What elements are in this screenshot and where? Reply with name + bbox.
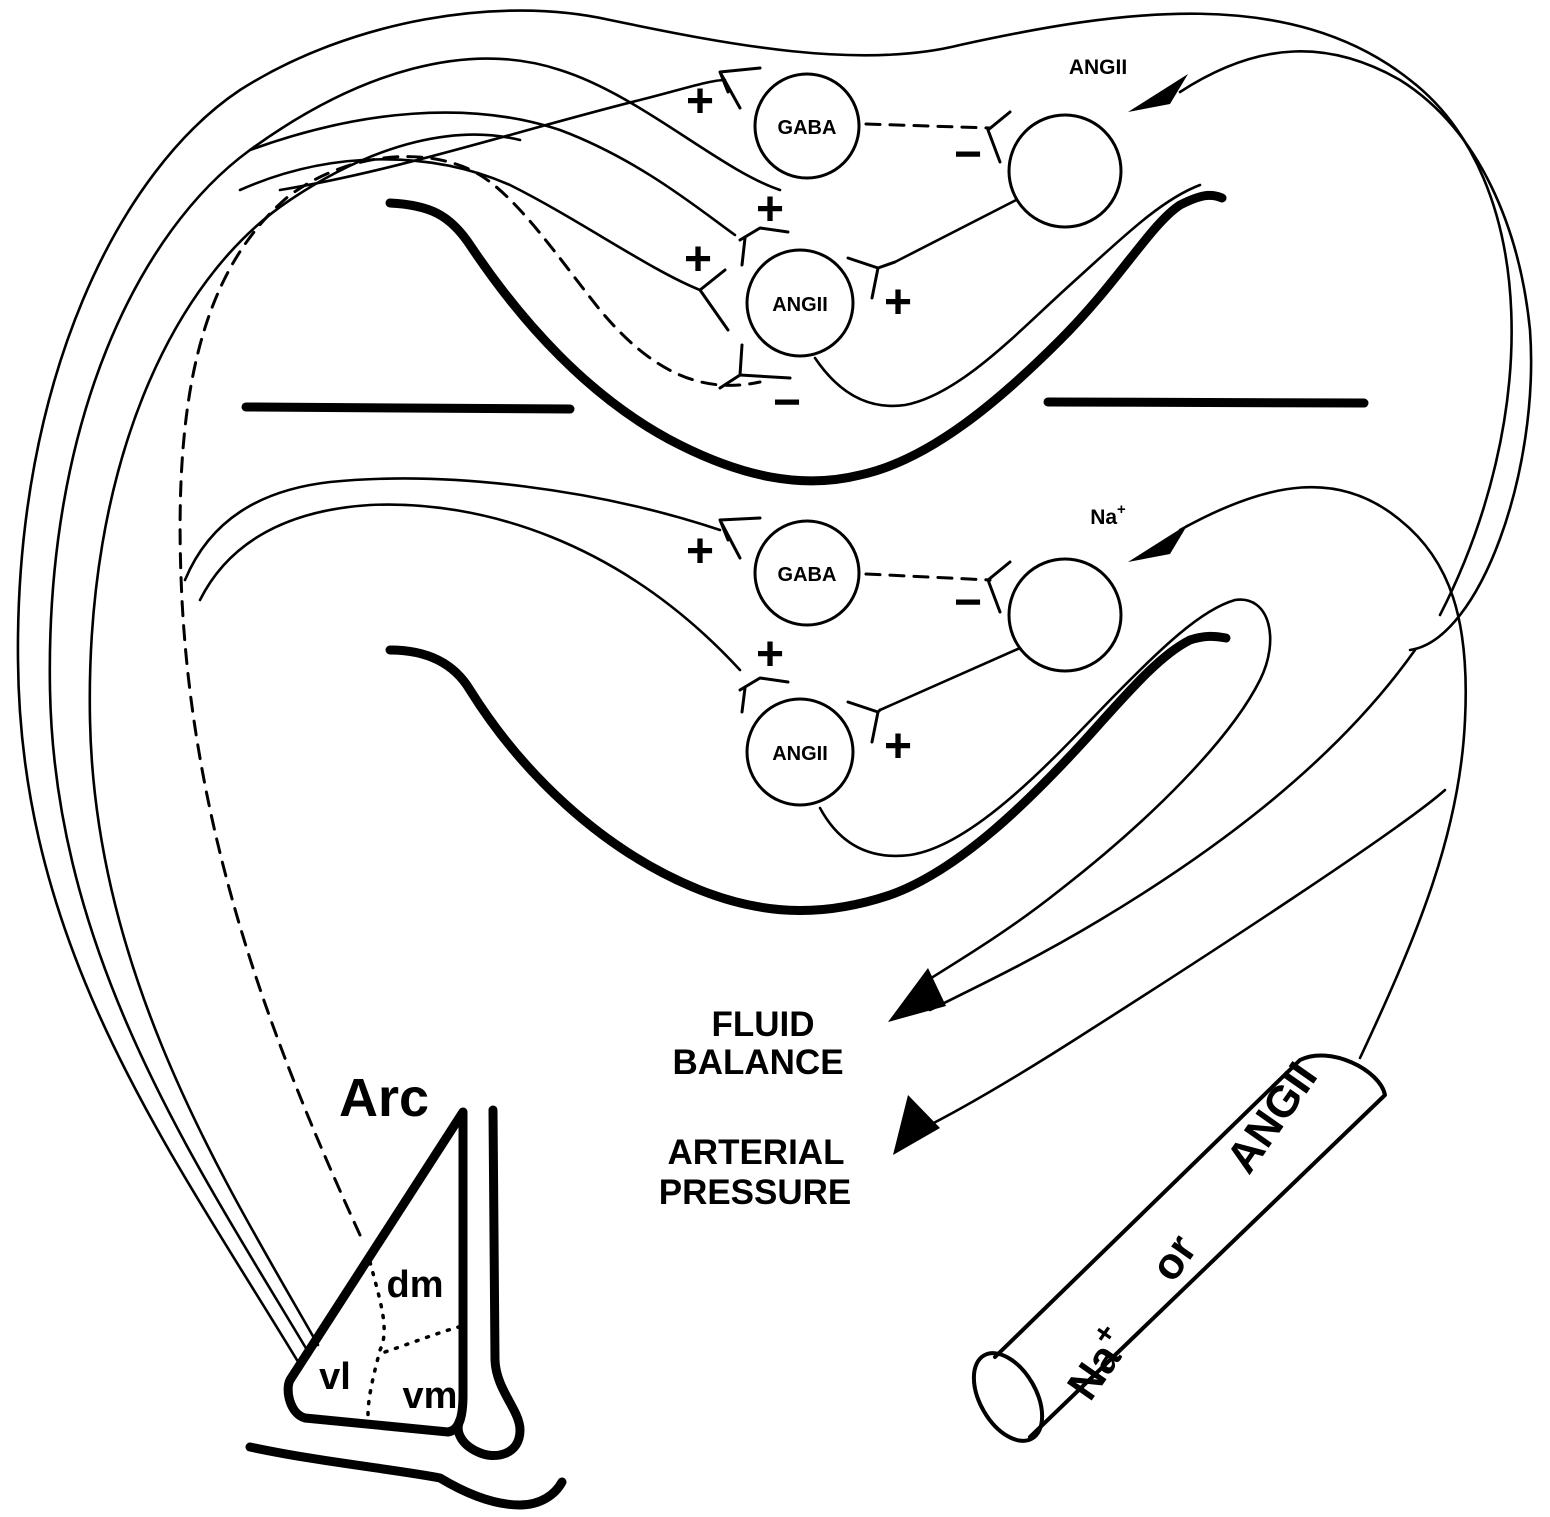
fluid-label-line2: BALANCE xyxy=(672,1043,843,1082)
arc-subdivision-line-1 xyxy=(368,1262,384,1415)
median-eminence-floor xyxy=(250,1447,562,1505)
vessel-na-label: Na+ xyxy=(1054,1317,1141,1408)
lower-target-neuron xyxy=(1009,559,1121,671)
upper-fiber-to-gaba xyxy=(280,80,725,190)
lower-gaba-label: GABA xyxy=(778,564,837,586)
lower-lateral-axon xyxy=(880,648,1020,710)
arc-label: Arc xyxy=(339,1068,429,1128)
upper-right-bar xyxy=(1048,402,1364,403)
synapse-lower-gaba-inhibit xyxy=(988,562,1010,612)
fluid-balance-arrowhead xyxy=(888,968,946,1022)
sign-minus-upper-angii-bottom: − xyxy=(773,376,801,429)
sign-minus-lower-gaba: − xyxy=(954,576,982,629)
upper-fiber-lower xyxy=(250,113,735,235)
angii-input-fiber xyxy=(1180,51,1531,650)
lower-angii-label: ANGII xyxy=(772,743,828,765)
upper-angii-label: ANGII xyxy=(772,294,828,316)
angii-input-arrowhead xyxy=(1128,74,1188,112)
arc-subdivision-line-2 xyxy=(385,1326,462,1352)
upper-lateral-axon xyxy=(895,198,1020,262)
arterial-pressure-pathway xyxy=(920,790,1445,1130)
fluid-balance-pathway xyxy=(930,650,1415,1010)
arcuate-nucleus: Arc dm vl vm xyxy=(250,1068,562,1505)
output-arrows xyxy=(888,650,1445,1155)
sign-plus-upper-angii-left: + xyxy=(684,233,712,286)
sign-plus-lower-gaba: + xyxy=(686,525,714,578)
vessel-text-group: Na+ or ANGII xyxy=(1054,1051,1327,1409)
synapse-upper-gaba-input xyxy=(720,68,760,108)
sign-plus-upper-angii-top: + xyxy=(756,183,784,236)
vessel-or-label: or xyxy=(1141,1226,1206,1290)
outer-fiber-3 xyxy=(90,135,520,1345)
lower-fiber-outer xyxy=(185,479,720,580)
upper-target-neuron xyxy=(1009,115,1121,227)
sign-plus-upper-angii-right: + xyxy=(884,276,912,329)
arterial-pressure-arrowhead xyxy=(893,1095,940,1155)
synapse-lower-gaba-input xyxy=(720,518,760,558)
upper-gaba-label: GABA xyxy=(778,117,837,139)
sign-plus-lower-angii-right: + xyxy=(884,720,912,773)
sign-plus-lower-angii-top: + xyxy=(756,628,784,681)
na-input-label: Na+ xyxy=(1090,501,1126,529)
pressure-label-line1: ARTERIAL xyxy=(668,1133,845,1172)
blood-vessel: Na+ or ANGII xyxy=(960,1051,1385,1453)
arc-vm-label: vm xyxy=(403,1375,458,1417)
angii-input-label: ANGII xyxy=(1069,56,1127,79)
upper-fiber-to-angii xyxy=(240,159,700,290)
vessel-opening xyxy=(960,1341,1056,1452)
arc-dm-label: dm xyxy=(387,1264,444,1306)
vessel-angii-label: ANGII xyxy=(1217,1054,1327,1182)
arc-vl-label: vl xyxy=(319,1356,351,1398)
sign-minus-upper-gaba: − xyxy=(954,128,982,181)
na-input-arrowhead xyxy=(1128,524,1188,562)
synapse-lower-angii-b xyxy=(848,702,880,742)
pressure-label-line2: PRESSURE xyxy=(659,1173,852,1212)
outer-right-fiber xyxy=(1180,487,1466,1058)
lower-fiber-inner xyxy=(200,505,740,670)
upper-left-bar xyxy=(246,407,570,409)
lower-circuit: GABA ANGII + − + + Na+ xyxy=(185,479,1270,985)
upper-circuit: GABA ANGII + − + + + − ANGII xyxy=(240,56,1200,429)
fluid-label-line1: FLUID xyxy=(711,1005,814,1044)
synapse-upper-gaba-inhibit xyxy=(988,112,1010,162)
sign-plus-upper-gaba: + xyxy=(686,75,714,128)
